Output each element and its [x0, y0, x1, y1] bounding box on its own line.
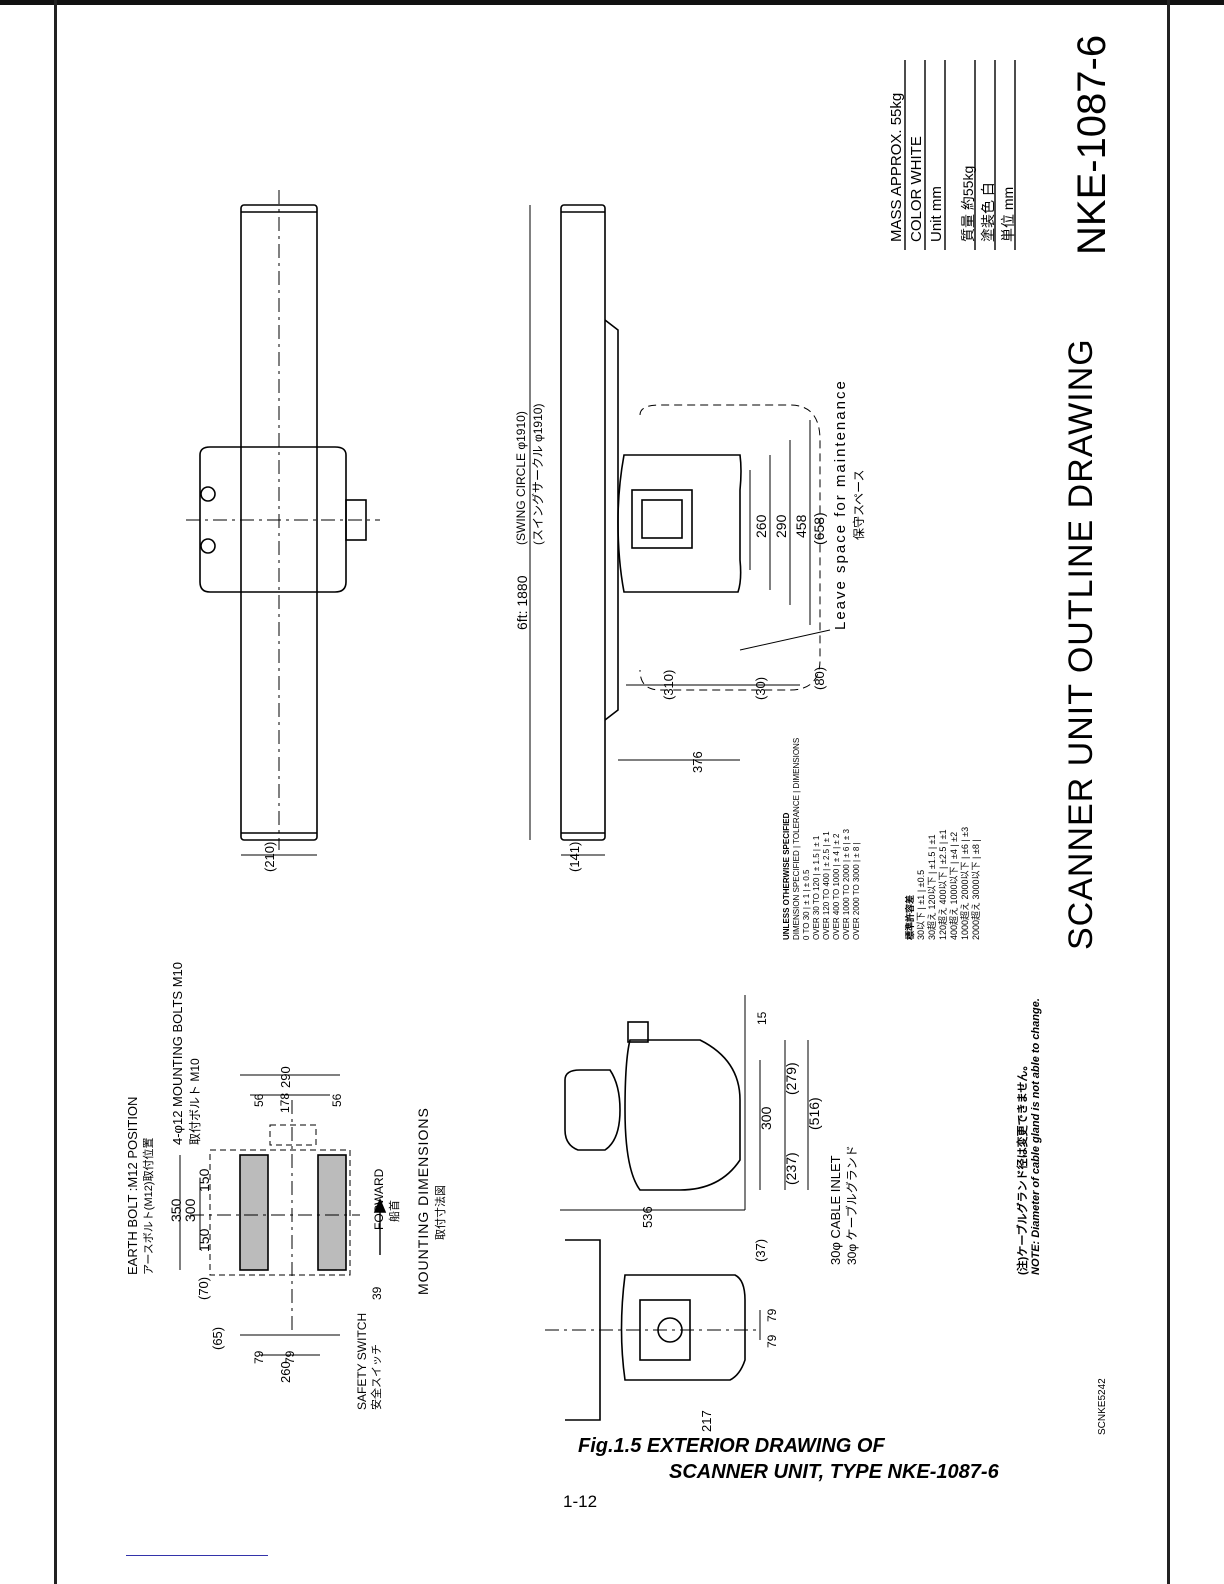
right-border [1167, 0, 1170, 1584]
tol-jp-row: 30以下 | ±1 | ±0.5 [916, 869, 926, 940]
drawing-title: SCANNER UNIT OUTLINE DRAWING [1062, 338, 1100, 950]
dim-217: 217 [699, 1410, 714, 1432]
dim-290b: 290 [278, 1066, 293, 1088]
dim-516: (516) [806, 1097, 822, 1130]
dim-310: (310) [661, 669, 676, 700]
dim-376: 376 [690, 751, 705, 773]
tolerance-table-jp: 標準許容差 30以下 | ±1 | ±0.5 30超え 120以下 | ±1.5… [905, 827, 982, 940]
document-id: SCNKE5242 [1097, 1378, 1108, 1435]
page-number: 1-12 [563, 1492, 598, 1511]
dim-37: (37) [753, 1238, 768, 1262]
pedestal-front-view [560, 995, 809, 1211]
earth-bolt-jp: アースボルト(M12)取付位置 [143, 1137, 155, 1275]
figure-caption-line1: Fig.1.5 EXTERIOR DRAWING OF [578, 1435, 885, 1457]
tol-row: 0 TO 30 | ± 1 | ± 0.5 [802, 869, 811, 940]
dim-swing-circle: (SWING CIRCLE φ1910) [514, 411, 528, 545]
dim-30: (30) [753, 676, 768, 700]
antenna-top-view [186, 190, 380, 856]
tol-row: OVER 2000 TO 3000 | ± 8 | [852, 842, 861, 940]
dim-70: (70) [196, 1276, 211, 1300]
tol-jp-row: 30超え 120以下 | ±1.5 | ±1 [927, 834, 937, 940]
tol-jp-row: 2000超え 3000以下 | ±8 | [971, 839, 981, 940]
dim-300b: 300 [182, 1198, 198, 1222]
tol-head: UNLESS OTHERWISE SPECIFIED [782, 812, 791, 940]
spec-color-jp: 塗装色 白 [980, 182, 996, 242]
tolerance-table-en: UNLESS OTHERWISE SPECIFIED DIMENSION SPE… [782, 738, 862, 940]
tol-row: OVER 120 TO 400 | ± 2.5 | ± 1 [822, 831, 831, 940]
dim-290: 290 [773, 514, 789, 538]
mounting-plan [179, 1074, 387, 1356]
dim-80: (80) [812, 666, 827, 690]
tol-jp-title: 標準許容差 [905, 894, 915, 940]
earth-bolt: EARTH BOLT :M12 POSITION [125, 1096, 140, 1275]
dim-536: 536 [640, 1206, 655, 1228]
tol-row: OVER 1000 TO 2000 | ± 6 | ± 3 [842, 829, 851, 940]
spec-unit: Unit mm [928, 186, 945, 242]
mounting-bolts-jp: 取付ボルト M10 [188, 1058, 202, 1145]
dim-swing-circle-jp: (スイングサークル φ1910) [531, 403, 545, 545]
safety-switch: SAFETY SWITCH [355, 1312, 369, 1410]
model-number: NKE-1087-6 [1070, 34, 1114, 255]
dim-260b: 260 [278, 1361, 293, 1383]
dim-56a: 56 [252, 1093, 266, 1107]
safety-switch-jp: 安全スイッチ [371, 1344, 383, 1410]
dim-237: (237) [783, 1152, 799, 1185]
tol-jp-row: 400超え 1000以下 | ±4 | ±2 [949, 831, 959, 940]
tol-row: OVER 30 TO 120 | ± 1.5 | ± 1 [812, 835, 821, 940]
antenna-side-view [529, 204, 831, 856]
tol-jp-row: 1000超え 2000以下 | ±6 | ±3 [960, 826, 970, 940]
dim-300: 300 [758, 1106, 774, 1130]
note-jp: (注)ケーブルグランド径は変更できません。 [1017, 1059, 1029, 1275]
dim-65: (65) [210, 1326, 225, 1350]
dim-210: (210) [262, 841, 277, 872]
figure-caption-line2: SCANNER UNIT, TYPE NKE-1087-6 [669, 1461, 999, 1483]
dim-39: 39 [370, 1286, 384, 1300]
pedestal-side-view [545, 1239, 761, 1421]
tol-row: OVER 400 TO 1000 | ± 4 | ± 2 [832, 833, 841, 941]
spec-mass-jp: 質量 約55kg [960, 165, 976, 242]
mounting-bolts: 4-φ12 MOUNTING BOLTS M10 [170, 961, 185, 1145]
dim-260: 260 [753, 514, 769, 538]
dim-150b: 150 [196, 1168, 212, 1192]
cable-inlet-jp: 30φ ケーブルグランド [845, 1145, 859, 1265]
spec-color: COLOR WHITE [908, 136, 925, 242]
left-border [54, 0, 57, 1584]
dim-56b: 56 [330, 1093, 344, 1107]
top-border [0, 0, 1224, 5]
mounting-dimensions: MOUNTING DIMENSIONS [415, 1107, 431, 1295]
footnote-rule [126, 1555, 268, 1556]
dim-178: 178 [278, 1092, 292, 1113]
tol-head2: DIMENSION SPECIFIED | TOLERANCE | DIMENS… [792, 737, 801, 940]
mounting-dimensions-jp: 取付寸法図 [435, 1185, 447, 1240]
forward-label-jp: 船首 [389, 1200, 401, 1222]
spec-rules [904, 60, 1016, 250]
leave-space-jp: 保守スペース [852, 469, 866, 540]
cable-inlet: 30φ CABLE INLET [828, 1155, 843, 1265]
dim-79a: 79 [765, 1308, 779, 1322]
dim-150a: 150 [196, 1228, 212, 1252]
dim-15: 15 [755, 1011, 769, 1025]
note-en: NOTE: Diameter of cable gland is not abl… [1030, 998, 1042, 1275]
forward-label: FORWARD [372, 1168, 386, 1230]
dim-141: (141) [567, 841, 582, 872]
spec-unit-jp: 単位 mm [1000, 186, 1016, 242]
dim-458: 458 [793, 514, 809, 538]
spec-mass: MASS APPROX. 55kg [888, 92, 905, 242]
dim-79c: 79 [252, 1350, 266, 1364]
dim-279: (279) [783, 1062, 799, 1095]
leave-space: Leave space for maintenance [832, 379, 849, 630]
dim-658: (658) [811, 512, 827, 545]
dim-79b: 79 [765, 1334, 779, 1348]
dim-6ft: 6ft: 1880 [514, 575, 530, 631]
tol-jp-row: 120超え 400以下 | ±2.5 | ±1 [938, 829, 948, 940]
